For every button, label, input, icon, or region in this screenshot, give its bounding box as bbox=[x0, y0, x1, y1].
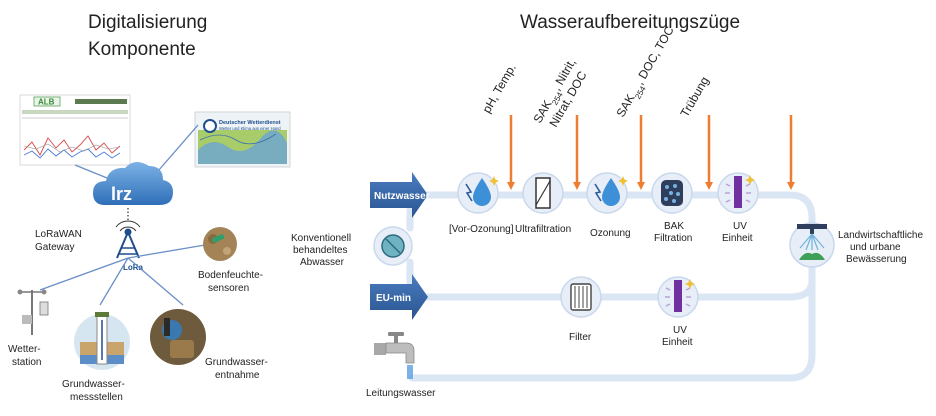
link-gw-weather bbox=[39, 257, 129, 291]
wastewater-source-icon bbox=[373, 226, 413, 266]
left-title-line2: Komponente bbox=[88, 39, 196, 60]
right-title: Wasseraufbereitungszüge bbox=[520, 12, 740, 33]
bak-label-line1: BAK bbox=[664, 221, 684, 232]
wells-label-line2: messstellen bbox=[70, 392, 123, 403]
filter-icon bbox=[560, 276, 602, 318]
soil-label-line2: sensoren bbox=[208, 283, 249, 294]
lrz-label: lrz bbox=[111, 184, 132, 204]
alb-logo: ALB bbox=[38, 98, 55, 107]
right-panel: Wasseraufbereitungszüge pH, Temp. SAK254… bbox=[291, 12, 923, 399]
ultrafiltration-label: Ultrafiltration bbox=[515, 224, 571, 235]
link-alb-lrz bbox=[74, 164, 113, 181]
groundwater-extraction-photo bbox=[150, 309, 206, 365]
link-gw-wells bbox=[99, 257, 129, 306]
use-label-line2: und urbane bbox=[850, 242, 901, 253]
alb-screenshot: ALB bbox=[19, 94, 131, 166]
sensor-label-ph: pH, Temp. bbox=[479, 61, 518, 115]
link-gw-soil bbox=[127, 244, 206, 259]
use-label-line3: Bewässerung bbox=[846, 254, 907, 265]
tap-icon bbox=[374, 332, 415, 379]
sensor-label-sak-doc-toc: SAK254, DOC, TOC bbox=[613, 24, 679, 122]
uv2-label-line2: Einheit bbox=[662, 337, 693, 348]
dwd-line2: Wetter und Klima aus einer Hand bbox=[219, 126, 281, 131]
soil-sensor-photo bbox=[203, 227, 237, 261]
sensor-label-truebung: Trübung bbox=[677, 74, 711, 119]
eumin-arrow: EU-min bbox=[370, 274, 428, 320]
eumin-label: EU-min bbox=[376, 293, 411, 304]
extraction-label-line1: Grundwasser- bbox=[205, 357, 268, 368]
uv1-label-line2: Einheit bbox=[722, 233, 753, 244]
lrz-cloud-icon: lrz bbox=[93, 161, 173, 205]
vor-ozonung-label: [Vor-Ozonung] bbox=[449, 224, 514, 235]
left-panel: Digitalisierung Komponente ALB Deutscher… bbox=[8, 12, 291, 403]
ozonung-label: Ozonung bbox=[590, 228, 631, 239]
wells-label-line1: Grundwasser- bbox=[62, 379, 125, 390]
uv-unit-2-icon bbox=[657, 276, 699, 318]
bak-filtration-icon bbox=[651, 172, 693, 214]
extraction-label-line2: entnahme bbox=[215, 370, 260, 381]
nutzwasser-arrow: Nutzwasser bbox=[370, 172, 430, 218]
uv2-label-line1: UV bbox=[673, 325, 687, 336]
vor-ozonung-icon bbox=[457, 172, 499, 214]
groundwater-well-photo bbox=[74, 312, 130, 370]
gateway-tower-icon bbox=[115, 220, 141, 259]
tap-label: Leitungswasser bbox=[366, 388, 436, 399]
left-title-line1: Digitalisierung bbox=[88, 12, 207, 33]
soil-label-line1: Bodenfeuchte- bbox=[198, 270, 263, 281]
source-label-line2: behandeltes bbox=[293, 245, 348, 256]
pipe-eumin bbox=[406, 258, 816, 301]
weather-label-line2: station bbox=[12, 357, 41, 368]
irrigation-sprinkler-icon bbox=[789, 222, 835, 268]
ozonung-icon bbox=[586, 172, 628, 214]
dwd-screenshot: Deutscher Wetterdienst Wetter und Klima … bbox=[194, 111, 291, 168]
uv1-label-line1: UV bbox=[733, 221, 747, 232]
dwd-line1: Deutscher Wetterdienst bbox=[219, 120, 281, 126]
nutzwasser-label: Nutzwasser bbox=[374, 191, 430, 202]
pipe-leitungswasser bbox=[408, 258, 816, 382]
gateway-label-line2: Gateway bbox=[35, 242, 74, 253]
weather-label-line1: Wetter- bbox=[8, 344, 41, 355]
lora-label: LoRa bbox=[123, 263, 144, 272]
use-label-line1: Landwirtschaftliche bbox=[838, 230, 923, 241]
filter-label: Filter bbox=[569, 332, 592, 343]
source-label-line1: Konventionell bbox=[291, 233, 351, 244]
weather-station-icon bbox=[17, 289, 49, 335]
gateway-label-line1: LoRaWAN bbox=[35, 229, 82, 240]
ultrafiltration-icon bbox=[522, 172, 564, 214]
source-label-line3: Abwasser bbox=[300, 257, 345, 268]
uv-unit-1-icon bbox=[717, 172, 759, 214]
bak-label-line2: Filtration bbox=[654, 233, 692, 244]
link-gw-extraction bbox=[127, 257, 184, 306]
link-dwd-lrz bbox=[151, 124, 199, 179]
